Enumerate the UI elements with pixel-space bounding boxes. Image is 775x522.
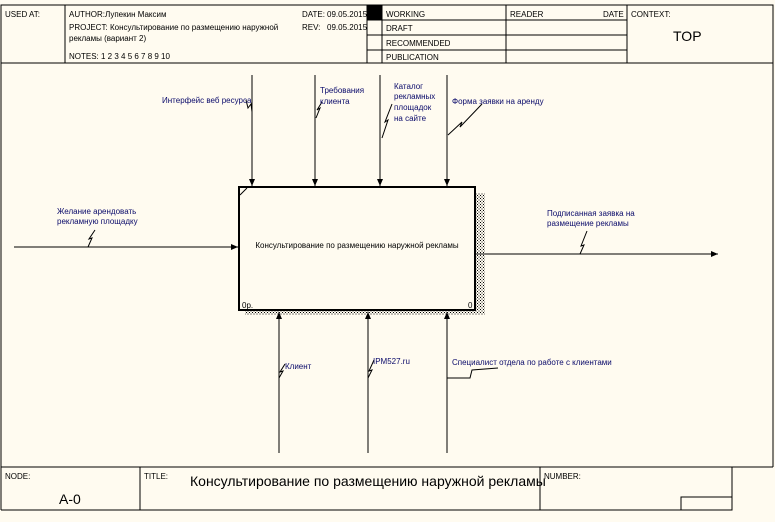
status-working: WORKING bbox=[386, 10, 425, 19]
control-label-request-form: Форма заявки на аренду bbox=[452, 97, 544, 106]
working-status-marker bbox=[367, 5, 382, 20]
reader-label: READER bbox=[510, 10, 544, 19]
author-value: Лупекин Максим bbox=[105, 10, 167, 19]
control-arrows: Интерфейс веб ресурса Требования клиента… bbox=[162, 75, 544, 186]
input-label-line1: Желание арендовать bbox=[57, 207, 136, 216]
author-label: AUTHOR: bbox=[69, 10, 105, 19]
output-label-line1: Подписанная заявка на bbox=[547, 209, 635, 218]
control-label-catalog-3: площадок bbox=[394, 103, 432, 112]
number-label: NUMBER: bbox=[544, 472, 581, 481]
control-label-catalog-2: рекламных bbox=[394, 92, 435, 101]
status-draft: DRAFT bbox=[386, 24, 413, 33]
mechanism-label-specialist: Специалист отдела по работе с клиентами bbox=[452, 358, 612, 367]
date-value: 09.05.2015 bbox=[327, 10, 368, 19]
used-at-label: USED AT: bbox=[5, 10, 40, 19]
notes: NOTES: 1 2 3 4 5 6 7 8 9 10 bbox=[69, 52, 171, 61]
status-recommended: RECOMMENDED bbox=[386, 39, 451, 48]
project-line1: Консультирование по размещению наружной bbox=[110, 23, 278, 32]
project-line2: рекламы (вариант 2) bbox=[69, 34, 146, 43]
activity-number: 0 bbox=[468, 301, 473, 310]
control-label-requirements-2: клиента bbox=[320, 97, 350, 106]
rev-label: REV: bbox=[302, 23, 320, 32]
control-label-catalog-1: Каталог bbox=[394, 82, 423, 91]
rev-value: 09.05.2015 bbox=[327, 23, 368, 32]
control-label-catalog-4: на сайте bbox=[394, 114, 427, 123]
status-publication: PUBLICATION bbox=[386, 53, 439, 62]
node-label: NODE: bbox=[5, 472, 30, 481]
header-frame: USED AT: AUTHOR: Лупекин Максим PROJECT:… bbox=[0, 4, 774, 64]
date-label: DATE: bbox=[302, 10, 325, 19]
activity-name: Консультирование по размещению наружной … bbox=[255, 241, 459, 250]
context-value: TOP bbox=[673, 28, 702, 44]
footer-frame: NODE: A-0 TITLE: Консультирование по раз… bbox=[0, 466, 773, 511]
node-value: A-0 bbox=[59, 491, 81, 507]
context-label: CONTEXT: bbox=[631, 10, 671, 19]
input-label-line2: рекламную площадку bbox=[57, 217, 138, 226]
input-arrow: Желание арендовать рекламную площадку bbox=[14, 207, 238, 250]
activity-cost: 0р. bbox=[242, 301, 253, 310]
control-label-requirements-1: Требования bbox=[320, 86, 364, 95]
output-arrow: Подписанная заявка на размещение рекламы bbox=[476, 209, 718, 257]
diagram-title: Консультирование по размещению наружной … bbox=[190, 473, 546, 489]
output-label-line2: размещение рекламы bbox=[547, 219, 629, 228]
reader-date-label: DATE bbox=[603, 10, 624, 19]
mechanism-label-client: Клиент bbox=[285, 362, 312, 371]
mechanism-label-ipm527: IPM527.ru bbox=[373, 357, 410, 366]
activity-box-a0[interactable]: Консультирование по размещению наружной … bbox=[238, 186, 485, 315]
title-label: TITLE: bbox=[144, 472, 168, 481]
project-label: PROJECT: bbox=[69, 23, 108, 32]
mechanism-arrows: Клиент IPM527.ru Специалист отдела по ра… bbox=[276, 312, 612, 453]
control-label-web-interface: Интерфейс веб ресурса bbox=[162, 96, 252, 105]
